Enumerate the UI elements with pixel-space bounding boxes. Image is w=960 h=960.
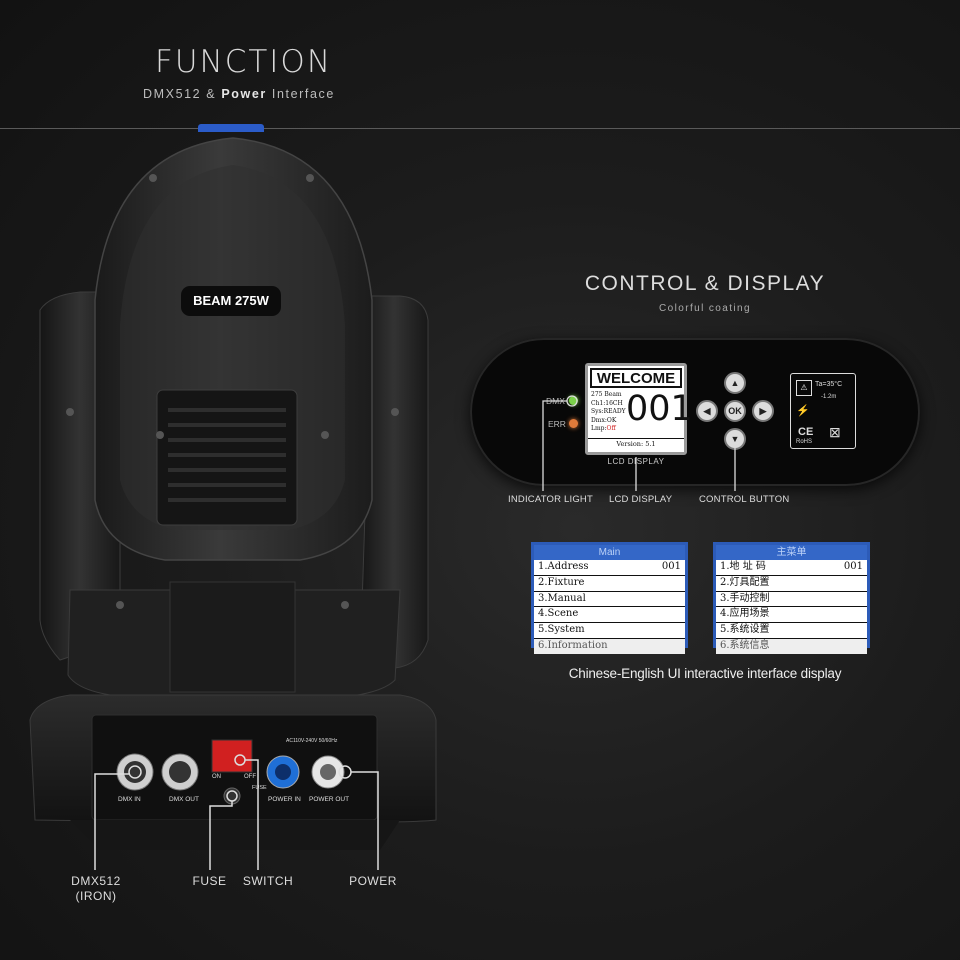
- err-led-icon: [569, 419, 578, 428]
- control-display-subtitle: Colorful coating: [659, 303, 751, 314]
- arrow-up-icon: ▲: [730, 378, 740, 388]
- weee-bin-icon: ⊠: [829, 424, 841, 440]
- control-callout-lines: [542, 395, 741, 491]
- lcd-welcome: WELCOME: [590, 368, 682, 388]
- arrow-down-icon: ▼: [730, 434, 740, 444]
- menu-row-selected[interactable]: 6.系统信息: [716, 638, 867, 654]
- page-title: FUNCTION: [155, 44, 333, 80]
- indicator-light-callout: INDICATOR LIGHT: [508, 494, 593, 505]
- menu-row[interactable]: 4.Scene: [534, 607, 685, 624]
- power-rating-label: AC110V-240V 50/60Hz: [286, 738, 338, 744]
- menu-header: 主菜单: [716, 545, 867, 560]
- up-button[interactable]: ▲: [724, 372, 746, 394]
- certification-label: ⚠ Ta=35°C -1.2m ⚡ CE RoHS ⊠: [790, 373, 856, 449]
- ok-button[interactable]: OK: [724, 400, 746, 422]
- menu-row-selected[interactable]: 6.Information: [534, 638, 685, 654]
- callout-dmx512: DMX512: [71, 874, 121, 888]
- right-button[interactable]: ▶: [752, 400, 774, 422]
- power-in-label: POWER IN: [268, 796, 301, 803]
- fuse-panel-label: FUSE: [252, 785, 267, 791]
- lcd-display: WELCOME 275 Beam Ch1:16CH Sys:READY Dmx:…: [585, 363, 693, 455]
- switch-off-label: OFF: [244, 774, 256, 780]
- menu-row[interactable]: 3.Manual: [534, 592, 685, 608]
- callout-power: POWER: [349, 874, 397, 888]
- arrow-left-icon: ◀: [703, 405, 711, 416]
- warning-triangle-icon: ⚠: [796, 380, 812, 396]
- header-divider: [0, 128, 960, 129]
- menu-row[interactable]: 5.系统设置: [716, 623, 867, 639]
- lcd-address-number: 001: [626, 389, 693, 429]
- menu-row[interactable]: 2.灯具配置: [716, 576, 867, 592]
- control-button-callout: CONTROL BUTTON: [699, 494, 790, 505]
- dmx-in-label: DMX IN: [118, 796, 141, 803]
- menu-header: Main: [534, 545, 685, 560]
- distance-rating: -1.2m: [821, 394, 837, 400]
- dmx-out-label: DMX OUT: [169, 796, 199, 803]
- callout-dmx512-sub: (IRON): [75, 889, 117, 903]
- lcd-display-callout: LCD DISPLAY: [609, 494, 673, 505]
- arrow-right-icon: ▶: [759, 405, 767, 416]
- temp-rating: Ta=35°C: [815, 381, 843, 388]
- rear-callout-lines: [94, 754, 379, 870]
- menu-row[interactable]: 4.应用场景: [716, 607, 867, 624]
- fixture-badge: BEAM 275W: [181, 286, 281, 316]
- control-display-title: CONTROL & DISPLAY: [584, 272, 826, 295]
- ce-mark: CE: [798, 426, 814, 438]
- power-out-label: POWER OUT: [309, 796, 350, 803]
- moving-head-fixture-illustration: [29, 137, 437, 850]
- dmx-led-icon: [569, 396, 578, 405]
- rohs-mark: RoHS: [796, 439, 813, 445]
- menu-row[interactable]: 5.System: [534, 623, 685, 639]
- lamp-symbol-icon: ⚡: [796, 405, 810, 417]
- menu-caption: Chinese-English UI interactive interface…: [568, 666, 842, 681]
- menu-row[interactable]: 3.手动控制: [716, 592, 867, 608]
- control-panel: [470, 338, 920, 486]
- page-subtitle: DMX512 & Power Interface: [143, 87, 335, 101]
- lcd-info: 275 Beam Ch1:16CH Sys:READY Dmx:OK Lmp:O…: [591, 391, 626, 432]
- menu-row[interactable]: 2.Fixture: [534, 576, 685, 592]
- left-button[interactable]: ◀: [696, 400, 718, 422]
- fixture-top-accent: [198, 124, 264, 132]
- callout-switch: SWITCH: [242, 874, 294, 888]
- lcd-version: Version: 5.1: [588, 438, 684, 448]
- err-indicator-label: ERR: [548, 419, 566, 429]
- callout-fuse: FUSE: [192, 874, 227, 888]
- switch-on-label: ON: [212, 774, 221, 780]
